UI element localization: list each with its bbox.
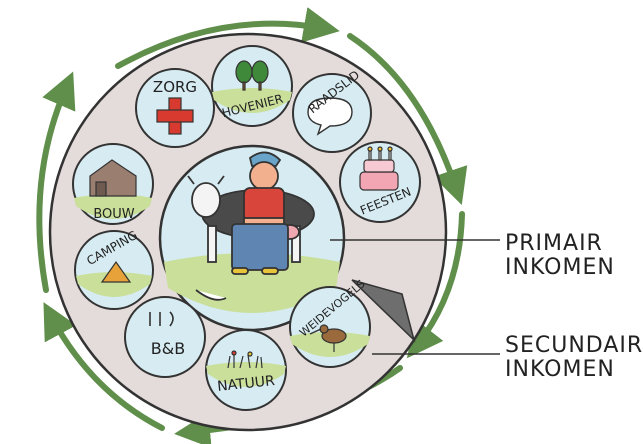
cycle-arrow-bottom-left	[43, 302, 165, 431]
secondary-income-callout: SECUNDAIR INKOMEN	[505, 334, 643, 382]
activity-label-bb: B&B	[151, 339, 185, 358]
secondary-callout-line-2: INKOMEN	[505, 357, 615, 382]
activity-label-natuur: NATUUR	[216, 373, 275, 395]
cycle-arrow-top-right	[347, 33, 468, 206]
red-cross-icon	[156, 97, 194, 135]
activity-feesten: FEESTEN	[339, 141, 421, 223]
bed-icon	[149, 311, 174, 327]
barn-icon	[89, 159, 137, 197]
secondary-callout-line-1: SECUNDAIR	[505, 333, 643, 358]
activity-natuur: NATUUR	[205, 329, 287, 411]
activity-hovenier: HOVENIER	[211, 45, 293, 127]
activity-raadslid: RAADSLID	[292, 68, 372, 153]
primary-callout-line-1: PRIMAIR	[505, 231, 603, 256]
center-bubble	[158, 144, 346, 332]
cycle-arrow-right	[406, 211, 465, 359]
farmer-with-cow-icon	[187, 151, 315, 275]
activity-bb: B&B	[124, 296, 206, 378]
speech-bubble-icon	[307, 97, 353, 136]
activity-camping: CAMPING	[74, 228, 154, 310]
activity-label-bouw: BOUW	[93, 207, 134, 222]
trees-icon	[235, 60, 269, 91]
activity-bouw: BOUW	[72, 143, 154, 225]
tent-icon	[100, 260, 132, 283]
ring-wedge	[351, 279, 416, 343]
cake-icon	[359, 146, 399, 191]
cycle-arrow-top	[115, 7, 340, 69]
primary-callout-line-2: INKOMEN	[505, 255, 615, 280]
activity-zorg: ZORG	[135, 68, 215, 148]
meadow-bird-icon	[309, 324, 347, 352]
milk-drop-icon	[195, 289, 227, 301]
grass-flowers-icon	[227, 350, 263, 369]
cycle-arrow-left	[36, 71, 76, 293]
activity-label-zorg: ZORG	[153, 78, 197, 96]
primary-income-callout: PRIMAIR INKOMEN	[505, 232, 615, 280]
